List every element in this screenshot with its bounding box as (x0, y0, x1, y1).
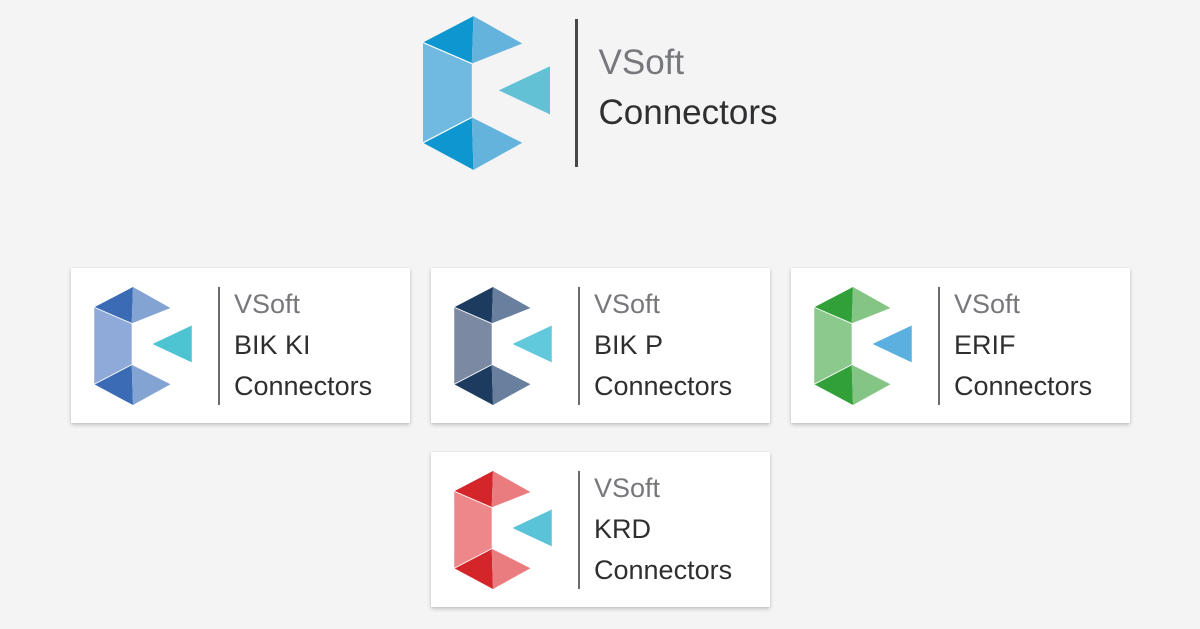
card-brand-label: VSoft (594, 289, 661, 319)
card-divider (578, 286, 580, 405)
logo-top-left-face (454, 470, 493, 507)
vsoft-hexagon-logo-icon-red (454, 470, 552, 589)
connector-card-bik-p[interactable]: VSoft BIK P Connectors (431, 268, 770, 423)
card-title: VSoft KRD Connectors (594, 468, 732, 591)
card-product-label: BIK KI (234, 330, 311, 360)
logo-seam-bottom (454, 547, 492, 569)
connector-card-krd[interactable]: VSoft KRD Connectors (431, 452, 770, 607)
logo-seam-top (814, 306, 852, 324)
logo-seam-bottom (454, 363, 492, 385)
logo-left-face (94, 306, 132, 384)
vsoft-hexagon-logo-icon (422, 16, 550, 170)
logo-bottom-right-face (471, 117, 522, 170)
logo-bottom-left-face (422, 117, 473, 170)
card-title: VSoft ERIF Connectors (954, 284, 1092, 407)
logo-seam-top (454, 306, 492, 324)
logo-top-right-face (491, 470, 531, 507)
logo-bottom-left-face (454, 364, 493, 405)
card-brand-label: VSoft (594, 473, 661, 503)
card-suffix-label: Connectors (234, 371, 373, 401)
logo-pointer-triangle (498, 66, 550, 115)
logo-top-left-face (814, 286, 853, 323)
logo-bottom-right-face (491, 548, 531, 589)
logo-left-face (454, 490, 492, 568)
card-brand-label: VSoft (954, 289, 1021, 319)
connector-card-bik-ki[interactable]: VSoft BIK KI Connectors (71, 268, 410, 423)
card-product-label: ERIF (954, 330, 1016, 360)
connector-card-erif[interactable]: VSoft ERIF Connectors (791, 268, 1130, 423)
logo-seam-bottom (94, 363, 132, 385)
vsoft-hexagon-logo-icon-blue (94, 286, 192, 405)
logo-seam-top (422, 41, 472, 65)
brand-title-vsoft: VSoft (598, 43, 685, 82)
logo-seam-top (454, 490, 492, 508)
card-suffix-label: Connectors (594, 555, 733, 585)
card-product-label: KRD (594, 514, 652, 544)
logo-left-face (422, 42, 472, 143)
logo-pointer-triangle (512, 324, 552, 362)
brand-title: VSoft Connectors (599, 38, 778, 138)
logo-seam-top (94, 306, 132, 324)
logo-bottom-right-face (131, 364, 171, 405)
card-divider (578, 470, 580, 589)
vsoft-hexagon-logo-icon-navy (454, 286, 552, 405)
logo-top-left-face (94, 286, 133, 323)
logo-pointer-triangle (872, 324, 912, 362)
logo-left-face (454, 306, 492, 384)
card-suffix-label: Connectors (954, 371, 1093, 401)
brand-divider (574, 19, 578, 167)
brand-title-connectors: Connectors (598, 93, 778, 132)
logo-top-right-face (851, 286, 891, 323)
logo-top-left-face (454, 286, 493, 323)
logo-top-left-face (422, 16, 473, 64)
card-title: VSoft BIK KI Connectors (234, 284, 372, 407)
card-suffix-label: Connectors (594, 371, 733, 401)
card-title: VSoft BIK P Connectors (594, 284, 732, 407)
logo-pointer-triangle (512, 508, 552, 546)
logo-bottom-left-face (454, 548, 493, 589)
logo-top-right-face (471, 16, 522, 64)
card-divider (938, 286, 940, 405)
logo-left-face (814, 306, 852, 384)
logo-top-right-face (131, 286, 171, 323)
card-divider (218, 286, 220, 405)
logo-seam-bottom (422, 116, 472, 144)
logo-bottom-right-face (491, 364, 531, 405)
logo-pointer-triangle (152, 324, 192, 362)
logo-bottom-left-face (814, 364, 853, 405)
vsoft-hexagon-logo-icon-green (814, 286, 912, 405)
card-product-label: BIK P (594, 330, 664, 360)
brand-header: VSoft Connectors (0, 16, 1200, 170)
logo-bottom-left-face (94, 364, 133, 405)
logo-seam-bottom (814, 363, 852, 385)
logo-top-right-face (491, 286, 531, 323)
logo-bottom-right-face (851, 364, 891, 405)
card-brand-label: VSoft (234, 289, 301, 319)
